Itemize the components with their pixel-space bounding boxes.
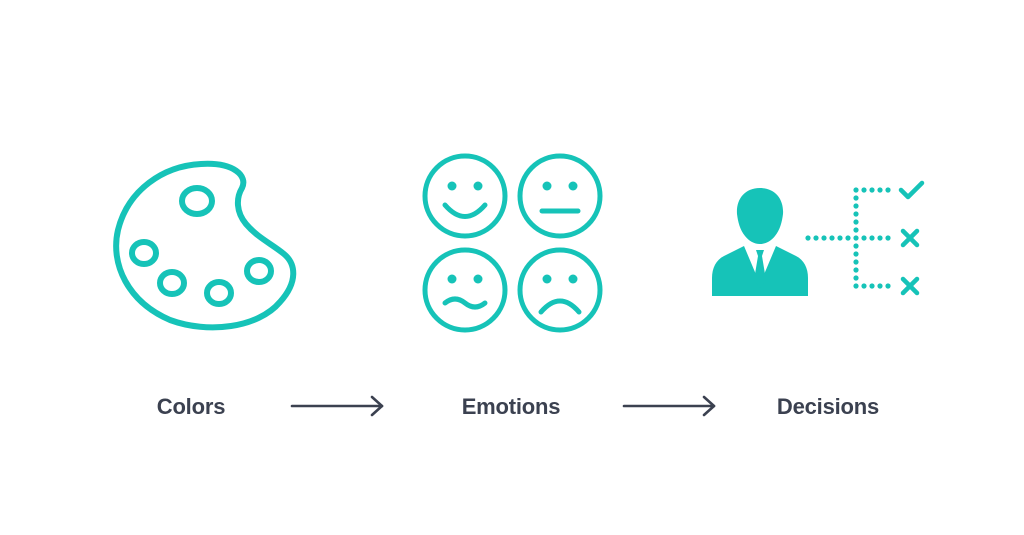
step-label-emotions: Emotions bbox=[461, 394, 561, 419]
paint-well bbox=[157, 269, 187, 297]
paint-well bbox=[204, 279, 234, 307]
step-label-decisions: Decisions bbox=[776, 394, 880, 419]
paint-well bbox=[179, 185, 215, 217]
uneasy-face-icon bbox=[422, 247, 508, 333]
step-label-colors: Colors bbox=[156, 394, 226, 419]
emotion-faces-icon bbox=[420, 152, 605, 334]
arrow-right-icon bbox=[622, 394, 718, 418]
decision-tree-lines bbox=[805, 187, 891, 289]
paint-well bbox=[129, 239, 159, 267]
happy-face-icon bbox=[422, 153, 508, 239]
cross-icon bbox=[900, 276, 920, 296]
cross-icon bbox=[900, 228, 920, 248]
businessman-decision-tree-icon bbox=[710, 180, 930, 305]
checkmark-icon bbox=[898, 180, 925, 200]
neutral-face-icon bbox=[517, 153, 603, 239]
arrow-right-icon bbox=[290, 394, 386, 418]
businessman-icon bbox=[712, 188, 808, 296]
palette-icon bbox=[108, 152, 308, 337]
paint-well bbox=[244, 257, 274, 285]
sad-face-icon bbox=[517, 247, 603, 333]
